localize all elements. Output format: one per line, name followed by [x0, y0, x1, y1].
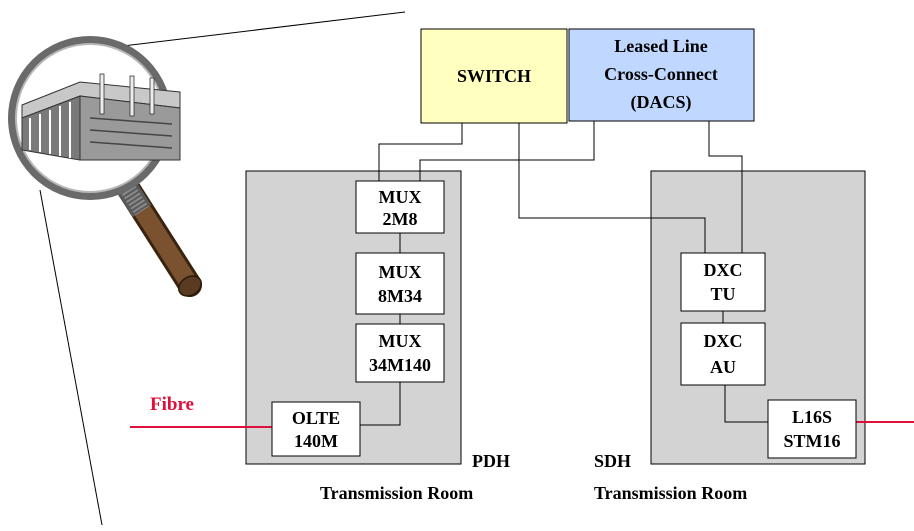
magnifier-illustration — [8, 11, 406, 526]
mux-8m34-line2: 8M34 — [378, 286, 422, 306]
dxc-tu-line2: TU — [710, 284, 735, 304]
mux-34m140-line1: MUX — [379, 331, 422, 351]
sdh-room-name: Transmission Room — [594, 483, 747, 503]
l16s-box: L16S STM16 — [767, 399, 857, 459]
olte-box: OLTE 140M — [271, 401, 361, 457]
dxc-au-line2: AU — [710, 357, 736, 377]
pdh-room-name: Transmission Room — [320, 483, 473, 503]
switch-label: SWITCH — [457, 66, 531, 86]
zoom-line-bottom — [39, 189, 103, 526]
mux-2m8-line1: MUX — [379, 187, 422, 207]
building-icon — [21, 73, 181, 161]
mux-34m140-line2: 34M140 — [369, 355, 431, 375]
connector-lines — [360, 121, 768, 426]
dacs-label-line3: (DACS) — [631, 92, 692, 113]
dxc-tu-box: DXC TU — [680, 252, 766, 312]
l16s-line1: L16S — [792, 407, 832, 427]
fibre-label: Fibre — [150, 394, 194, 415]
dxc-au-box: DXC AU — [680, 322, 766, 386]
dacs-label-line2: Cross-Connect — [604, 64, 718, 84]
l16s-line2: STM16 — [783, 431, 840, 451]
mux-8m34-line1: MUX — [379, 262, 422, 282]
olte-line1: OLTE — [292, 408, 340, 428]
dacs-label-line1: Leased Line — [614, 36, 708, 56]
mux-8m34-box: MUX 8M34 — [355, 252, 445, 315]
magnifier-handle — [112, 174, 202, 297]
olte-line2: 140M — [294, 431, 338, 451]
mux-34m140-box: MUX 34M140 — [355, 323, 445, 383]
dacs-box: Leased Line Cross-Connect (DACS) — [568, 28, 755, 122]
pdh-room-short: PDH — [472, 451, 510, 471]
dxc-au-line1: DXC — [704, 331, 743, 351]
mux-2m8-line2: 2M8 — [383, 209, 418, 229]
switch-box: SWITCH — [420, 28, 568, 124]
sdh-room-short: SDH — [594, 451, 631, 471]
mux-2m8-box: MUX 2M8 — [355, 180, 445, 234]
dxc-tu-line1: DXC — [704, 260, 743, 280]
